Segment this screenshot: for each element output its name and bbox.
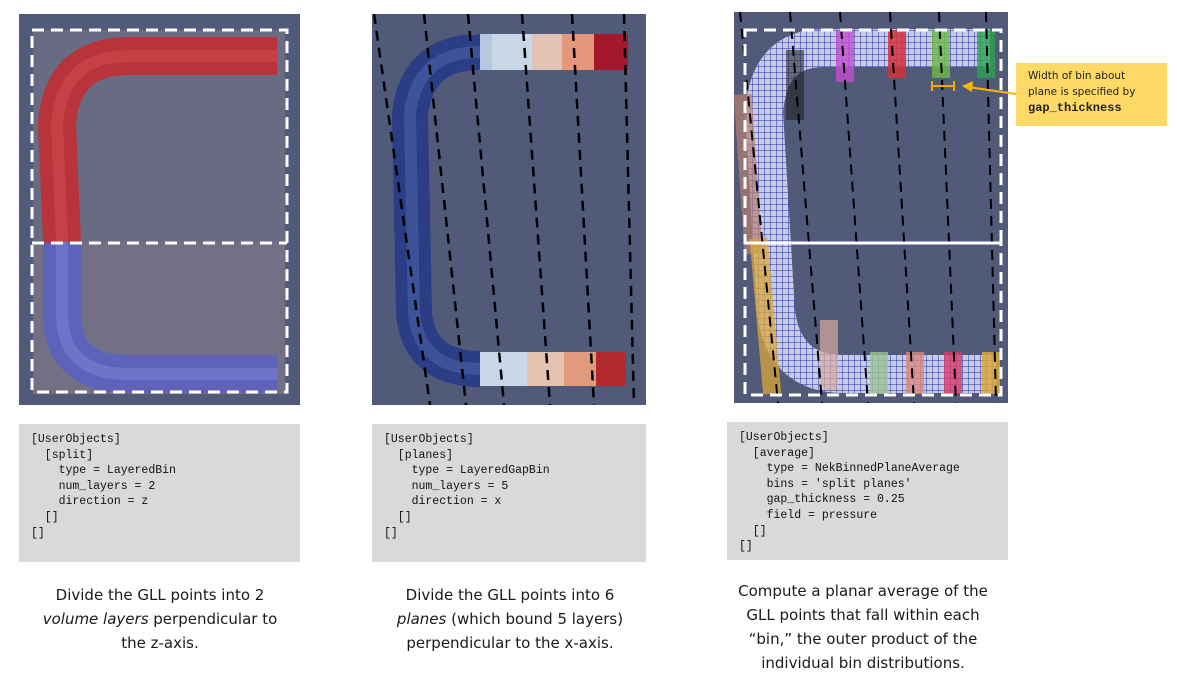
- caption-line: Divide the GLL points into 2: [55, 586, 265, 604]
- caption-line: planes (which bound 5 layers): [396, 610, 624, 628]
- code-line: type = LayeredGapBin: [384, 464, 550, 478]
- code-line: bins = 'split planes': [739, 477, 912, 491]
- code-line: []: [31, 526, 45, 540]
- code-line: direction = z: [31, 495, 149, 509]
- callout-line: plane is specified by: [1028, 86, 1136, 98]
- code-line: []: [384, 510, 412, 524]
- caption-line: perpendicular to the x-axis.: [406, 634, 614, 652]
- layered-bin-code: [UserObjects] [split] type = LayeredBin …: [19, 424, 300, 562]
- code-line: field = pressure: [739, 508, 878, 522]
- layered-bin-caption: Divide the GLL points into 2 volume laye…: [10, 583, 310, 655]
- caption-line: individual bin distributions.: [761, 654, 965, 672]
- code-line: []: [384, 526, 398, 540]
- code-line: [planes]: [384, 448, 454, 462]
- binned-plane-average-code: [UserObjects] [average] type = NekBinned…: [727, 422, 1008, 560]
- caption-line: “bin,” the outer product of the: [748, 630, 978, 648]
- caption-line: Compute a planar average of the: [738, 582, 988, 600]
- layered-bin-render: [19, 14, 300, 405]
- binned-plane-average-caption: Compute a planar average of the GLL poin…: [710, 579, 1016, 675]
- gap-thickness-callout: Width of bin about plane is specified by…: [1016, 63, 1167, 126]
- binned-plane-average-render: [734, 12, 1008, 403]
- code-line: direction = x: [384, 495, 502, 509]
- code-line: num_layers = 5: [384, 479, 509, 493]
- code-line: type = LayeredBin: [31, 464, 176, 478]
- layered-gap-bin-code: [UserObjects] [planes] type = LayeredGap…: [372, 424, 646, 562]
- callout-keyword: gap_thickness: [1028, 101, 1122, 115]
- layered-gap-bin-render: [372, 14, 646, 405]
- caption-line: Divide the GLL points into 6: [405, 586, 615, 604]
- code-line: [average]: [739, 446, 815, 460]
- code-line: num_layers = 2: [31, 479, 156, 493]
- caption-line: GLL points that fall within each: [746, 606, 980, 624]
- code-line: type = NekBinnedPlaneAverage: [739, 462, 960, 476]
- code-line: [UserObjects]: [31, 433, 121, 446]
- code-line: gap_thickness = 0.25: [739, 493, 905, 507]
- code-line: []: [739, 540, 753, 554]
- code-line: [UserObjects]: [739, 431, 829, 444]
- code-line: []: [31, 510, 59, 524]
- callout-line: Width of bin about: [1028, 70, 1126, 82]
- code-line: [UserObjects]: [384, 433, 474, 446]
- code-line: [split]: [31, 448, 94, 462]
- layered-gap-bin-caption: Divide the GLL points into 6 planes (whi…: [355, 583, 665, 655]
- code-line: []: [739, 524, 767, 538]
- caption-line: volume layers perpendicular to: [42, 610, 278, 628]
- caption-line: the z-axis.: [121, 634, 199, 652]
